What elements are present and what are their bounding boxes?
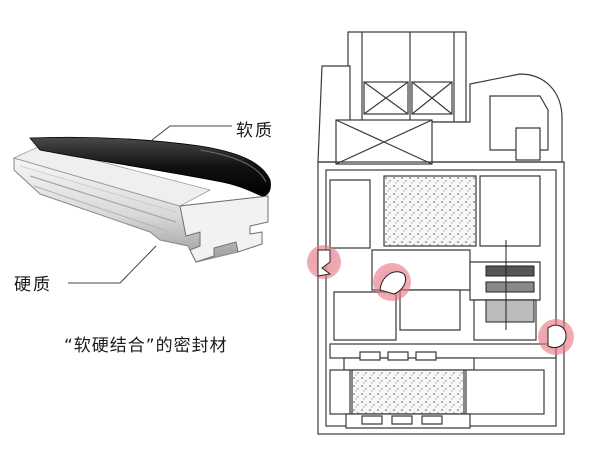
leader-soft bbox=[151, 125, 232, 141]
leader-hard bbox=[68, 245, 157, 284]
insulation-chamber bbox=[351, 369, 465, 415]
seal-highlights bbox=[307, 245, 574, 355]
diagram-caption: “软硬结合”的密封材 bbox=[64, 336, 228, 356]
insulation-chamber bbox=[383, 175, 477, 247]
outer-frame bbox=[317, 161, 565, 435]
seal-strip-illustration bbox=[12, 136, 271, 263]
soft-material-label: 软质 bbox=[236, 121, 274, 141]
hardware-detail bbox=[485, 240, 535, 330]
window-frame-section bbox=[317, 31, 565, 435]
leader-lines bbox=[68, 125, 232, 284]
hard-material-label: 硬质 bbox=[14, 275, 52, 295]
